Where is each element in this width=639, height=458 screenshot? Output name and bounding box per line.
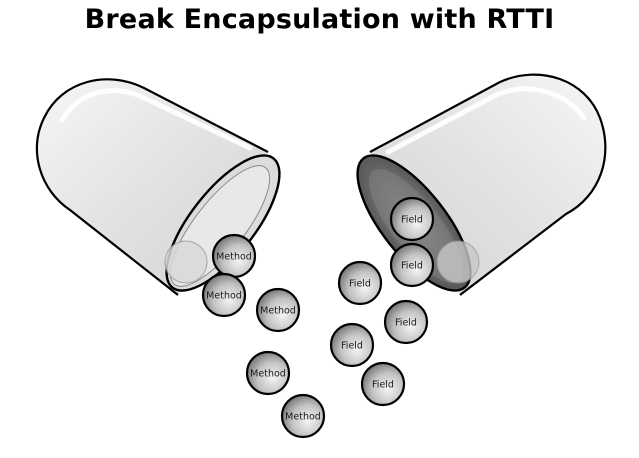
method-pill-ball	[280, 393, 326, 439]
method-pill-ball	[255, 287, 301, 333]
field-pill-ball	[329, 322, 375, 368]
method-pill: Method	[255, 287, 301, 333]
field-pill-ball	[337, 260, 383, 306]
field-pill-inside-ball	[389, 196, 435, 242]
field-pill-inside-label: Field	[401, 261, 423, 272]
field-pill-inside-ball	[389, 242, 435, 288]
method-pill-label: Method	[285, 412, 321, 423]
method-pill-ball	[245, 350, 291, 396]
method-pill: Method	[245, 350, 291, 396]
field-pill: Field	[383, 299, 429, 345]
page-title: Break Encapsulation with RTTI	[84, 4, 555, 35]
field-pill: Field	[360, 361, 406, 407]
method-pill: Method	[201, 272, 247, 318]
right-capsule-half	[356, 73, 607, 296]
pills-layer: FieldFieldMethodMethodMethodMethodMethod…	[201, 196, 435, 439]
method-pill-label: Method	[250, 369, 286, 380]
field-pill-label: Field	[341, 341, 363, 352]
field-pill-inside-label: Field	[401, 215, 423, 226]
left-capsule-half	[35, 78, 281, 296]
method-pill: Method	[211, 233, 257, 279]
method-pill-label: Method	[216, 252, 252, 263]
field-pill-ball	[383, 299, 429, 345]
field-pill-label: Field	[395, 318, 417, 329]
method-pill-label: Method	[206, 291, 242, 302]
left-capsule-lip	[164, 240, 208, 284]
field-pill-inside: Field	[389, 196, 435, 242]
right-capsule-highlight	[385, 86, 587, 155]
field-pill-inside: Field	[389, 242, 435, 288]
method-pill: Method	[280, 393, 326, 439]
right-capsule-lip	[436, 240, 480, 284]
field-pill-ball	[360, 361, 406, 407]
method-pill-ball	[201, 272, 247, 318]
method-pill-label: Method	[260, 306, 296, 317]
field-pill-label: Field	[349, 279, 371, 290]
field-pill-label: Field	[372, 380, 394, 391]
left-capsule-highlight	[59, 88, 253, 151]
field-pill: Field	[337, 260, 383, 306]
field-pill: Field	[329, 322, 375, 368]
